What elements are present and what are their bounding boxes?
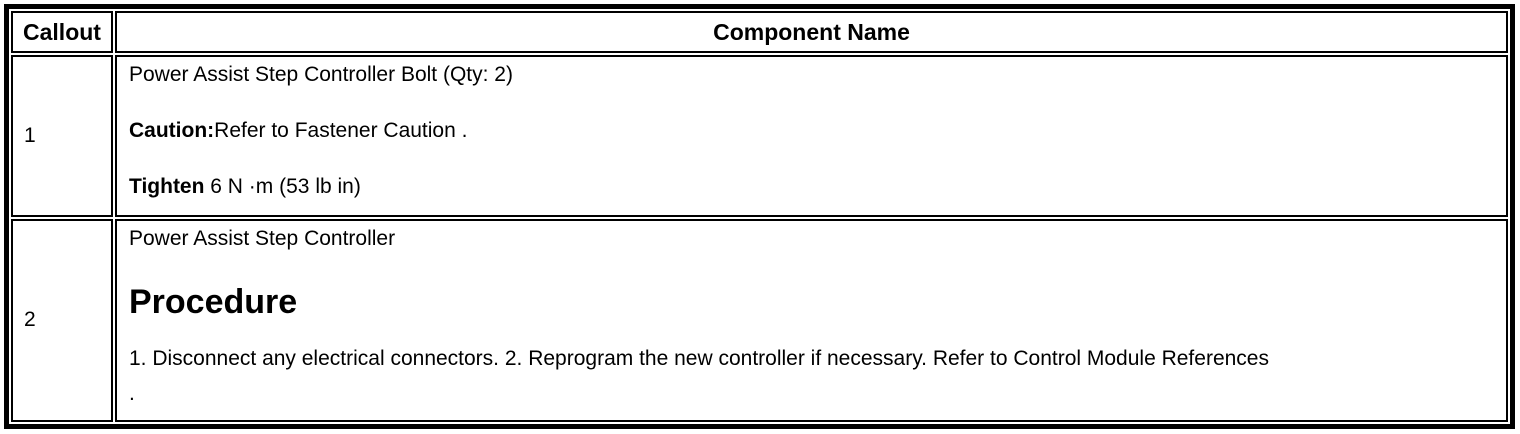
tighten-spec: Tighten 6 N ·m (53 lb in) [129,174,1494,200]
caution-text: Refer to Fastener Caution . [214,119,468,142]
component-name-text: Power Assist Step Controller Bolt (Qty: … [129,63,513,86]
procedure-steps-text: 1. Disconnect any electrical connectors.… [129,346,1269,370]
component-details-2: Power Assist Step Controller Procedure 1… [115,218,1508,422]
tighten-value: 6 N ·m (53 lb in) [210,175,361,198]
component-details-1: Power Assist Step Controller Bolt (Qty: … [115,55,1508,217]
procedure-heading: Procedure [129,282,298,321]
table-row: 2 Power Assist Step Controller Procedure… [11,218,1508,422]
callout-number-1: 1 [11,55,113,217]
table-header-row: Callout Component Name [11,11,1508,53]
procedure-steps: 1. Disconnect any electrical connectors.… [129,341,1494,411]
caution-label: Caution: [129,119,215,142]
component-name-text: Power Assist Step Controller [129,226,396,250]
procedure-steps-continuation: . [129,381,135,405]
tighten-label: Tighten [129,175,205,198]
caution-note: Caution:Refer to Fastener Caution . [129,118,1494,144]
component-name-column-header: Component Name [115,11,1508,53]
callout-column-header: Callout [11,11,113,53]
callout-number-2: 2 [11,218,113,422]
table-row: 1 Power Assist Step Controller Bolt (Qty… [11,55,1508,217]
component-callout-table: Callout Component Name 1 Power Assist St… [4,4,1515,429]
